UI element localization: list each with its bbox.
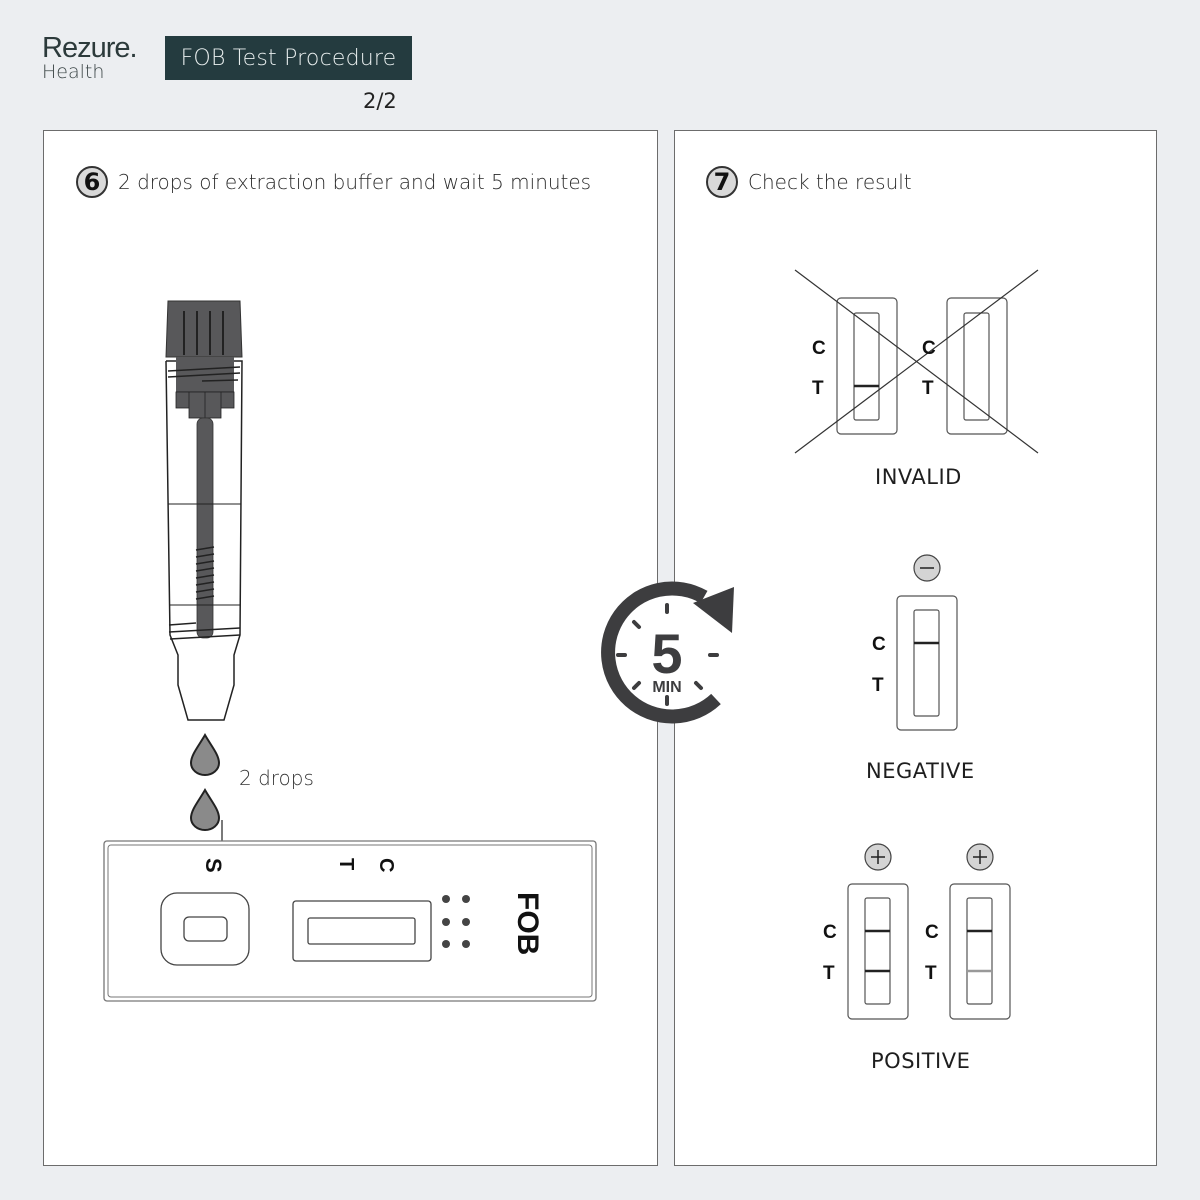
cassette-brand-label: FOB	[511, 892, 544, 955]
c-label: C	[812, 338, 826, 359]
t-label: T	[925, 963, 937, 984]
step-instruction: Check the result	[748, 170, 912, 194]
page-title: FOB Test Procedure	[165, 36, 412, 80]
brand-name: Rezure.	[42, 32, 138, 64]
page-indicator: 2/2	[363, 89, 397, 113]
timer-unit: MIN	[652, 679, 681, 696]
t-label: T	[872, 675, 884, 696]
step-instruction: 2 drops of extraction buffer and wait 5 …	[118, 170, 592, 194]
drop-icon	[189, 788, 221, 831]
timer-value: 5	[651, 622, 682, 685]
negative-result-diagram: C T	[872, 554, 958, 731]
t-label: T	[812, 378, 824, 399]
step-7-heading: 7 Check the result	[706, 166, 912, 198]
cassette-t-label: T	[335, 858, 357, 870]
drops-label: 2 drops	[239, 766, 314, 790]
positive-result-diagram: C T C T	[823, 843, 1011, 1020]
step-number-badge: 7	[706, 166, 738, 198]
sample-label: S	[201, 858, 226, 873]
timer-5-min-icon: 5 MIN	[601, 581, 734, 724]
negative-label: NEGATIVE	[866, 759, 975, 783]
step-6-heading: 6 2 drops of extraction buffer and wait …	[76, 166, 591, 198]
positive-label: POSITIVE	[871, 1049, 971, 1073]
invalid-result-diagram: C T C T	[794, 269, 1039, 454]
c-label: C	[922, 338, 936, 359]
c-label: C	[872, 634, 886, 655]
test-cassette: S T C FOB	[103, 820, 597, 1002]
drop-icon	[189, 733, 221, 776]
extraction-tube-icon	[165, 300, 243, 721]
cassette-c-label: C	[375, 858, 397, 872]
brand-sub: Health	[42, 61, 105, 83]
t-label: T	[922, 378, 934, 399]
step-6-panel	[43, 130, 658, 1166]
brand-logo: Rezure. Health	[42, 32, 138, 83]
invalid-label: INVALID	[875, 465, 962, 489]
c-label: C	[823, 922, 837, 943]
t-label: T	[823, 963, 835, 984]
c-label: C	[925, 922, 939, 943]
step-number-badge: 6	[76, 166, 108, 198]
